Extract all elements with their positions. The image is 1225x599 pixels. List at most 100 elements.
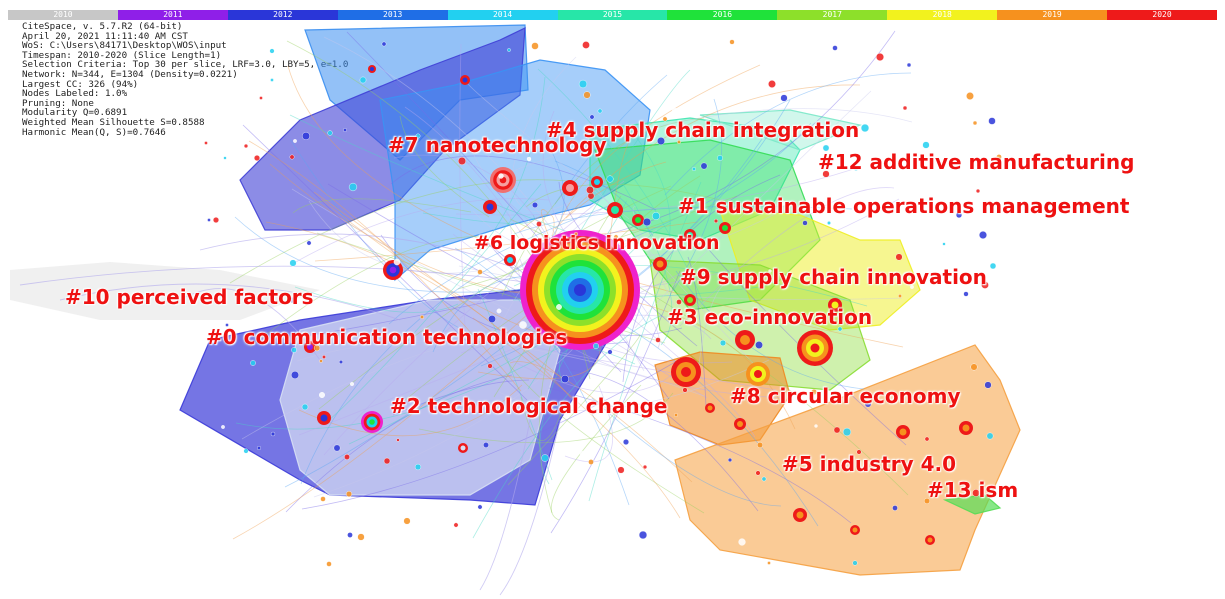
node bbox=[253, 154, 260, 161]
node bbox=[458, 443, 468, 453]
node bbox=[350, 382, 355, 387]
link bbox=[242, 124, 528, 401]
link bbox=[507, 334, 641, 486]
node bbox=[653, 257, 667, 271]
cluster-label: #7 nanotechnology bbox=[388, 133, 607, 157]
link bbox=[313, 191, 563, 379]
node bbox=[593, 343, 600, 350]
link bbox=[679, 187, 895, 327]
node-ring bbox=[460, 445, 466, 451]
node-ring bbox=[486, 203, 494, 211]
link bbox=[248, 140, 522, 392]
node bbox=[487, 363, 493, 369]
node bbox=[986, 432, 994, 440]
cluster-label: #8 circular economy bbox=[730, 384, 961, 408]
node bbox=[671, 357, 701, 387]
link bbox=[199, 233, 521, 271]
node bbox=[221, 425, 225, 429]
node bbox=[607, 202, 623, 218]
node bbox=[727, 457, 733, 463]
network-nodes bbox=[204, 39, 1002, 567]
summary-line: Network: N=344, E=1304 (Density=0.0221) bbox=[22, 68, 238, 80]
year-2011: 2011 bbox=[117, 10, 228, 20]
year-2016: 2016 bbox=[667, 10, 778, 20]
node bbox=[827, 221, 831, 225]
link bbox=[477, 288, 553, 481]
node bbox=[842, 427, 852, 437]
node bbox=[910, 285, 914, 289]
node bbox=[717, 155, 723, 161]
summary-line: Weighted Mean Silhouette S=0.8588 bbox=[22, 116, 205, 128]
cluster-region bbox=[239, 27, 526, 231]
link bbox=[467, 83, 630, 220]
node bbox=[970, 363, 978, 371]
year-2014: 2014 bbox=[447, 10, 558, 20]
cluster-label: #13 ism bbox=[927, 478, 1019, 502]
link bbox=[498, 359, 770, 411]
node bbox=[746, 362, 770, 386]
link bbox=[588, 181, 702, 502]
node bbox=[556, 304, 562, 310]
link bbox=[308, 200, 478, 274]
node-ring bbox=[831, 301, 839, 309]
node bbox=[755, 470, 761, 476]
node bbox=[339, 360, 344, 365]
node bbox=[327, 130, 333, 136]
node-ring bbox=[687, 232, 693, 238]
node-ring bbox=[707, 405, 713, 411]
node bbox=[832, 45, 838, 51]
node bbox=[652, 211, 661, 220]
node bbox=[684, 294, 696, 306]
summary-line: Timespan: 2010-2020 (Slice Length=1) bbox=[22, 49, 222, 61]
link bbox=[289, 114, 577, 236]
node bbox=[700, 162, 708, 170]
year-2012: 2012 bbox=[227, 10, 338, 20]
link bbox=[399, 115, 490, 218]
cluster-label: #6 logistics innovation bbox=[474, 232, 720, 254]
node-ring bbox=[681, 367, 691, 377]
node bbox=[981, 281, 989, 289]
node bbox=[845, 320, 851, 326]
cluster-label: #2 technological change bbox=[390, 394, 668, 418]
node bbox=[250, 360, 256, 366]
node bbox=[504, 254, 516, 266]
link bbox=[499, 353, 677, 394]
node bbox=[856, 449, 862, 455]
node bbox=[984, 381, 992, 389]
node bbox=[483, 200, 497, 214]
node bbox=[490, 167, 516, 193]
link bbox=[19, 265, 581, 291]
node bbox=[852, 560, 858, 566]
link bbox=[472, 317, 681, 519]
node bbox=[876, 53, 885, 62]
node bbox=[924, 436, 930, 442]
node bbox=[519, 321, 527, 329]
node bbox=[767, 561, 771, 565]
node bbox=[243, 448, 249, 454]
node bbox=[906, 62, 912, 68]
node bbox=[797, 330, 833, 366]
node-ring bbox=[754, 370, 762, 378]
node bbox=[204, 141, 208, 145]
node bbox=[692, 166, 697, 171]
link bbox=[241, 332, 562, 440]
node bbox=[344, 454, 350, 460]
node bbox=[460, 75, 470, 85]
node bbox=[979, 230, 988, 239]
link bbox=[418, 392, 674, 444]
link bbox=[455, 167, 858, 216]
node bbox=[319, 392, 326, 399]
node bbox=[931, 52, 937, 58]
link bbox=[564, 385, 613, 463]
link bbox=[622, 183, 673, 346]
cluster-region bbox=[699, 109, 863, 151]
node bbox=[595, 393, 601, 399]
node bbox=[561, 375, 570, 384]
link bbox=[479, 419, 531, 591]
link bbox=[520, 396, 564, 442]
node bbox=[304, 341, 316, 353]
node bbox=[895, 253, 903, 261]
node bbox=[860, 123, 870, 133]
cluster-region bbox=[279, 299, 561, 496]
network-links bbox=[19, 30, 913, 596]
